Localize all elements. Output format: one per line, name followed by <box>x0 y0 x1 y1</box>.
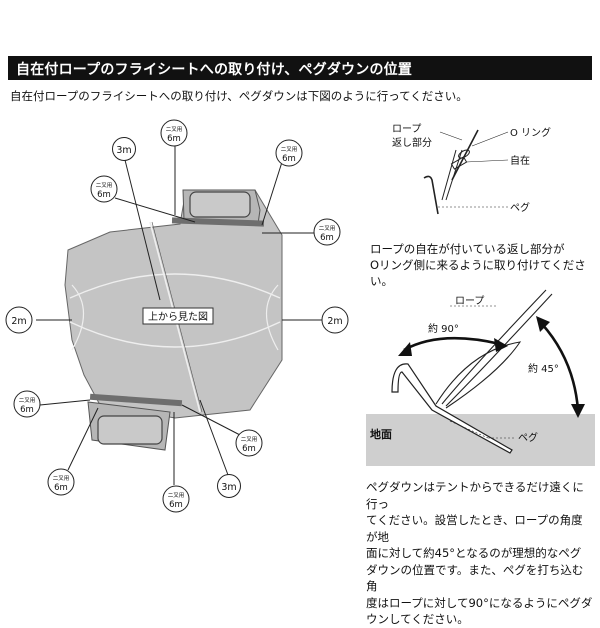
svg-text:二叉用: 二叉用 <box>281 146 298 153</box>
svg-text:二叉用: 二叉用 <box>53 475 70 482</box>
badge-6m-left: 二叉用 6m <box>90 175 118 203</box>
tent-seam-right <box>266 284 279 351</box>
rope-line-1 <box>441 289 547 405</box>
o-ring-label: O リング <box>510 126 551 139</box>
ground-label: 地面 <box>370 427 392 441</box>
rope-rod <box>451 129 479 181</box>
svg-text:6m: 6m <box>320 233 334 243</box>
angle-45-arrow-bottom <box>571 404 585 418</box>
tent-seam-bottom <box>69 321 281 348</box>
svg-text:6m: 6m <box>54 483 68 493</box>
tent-top-view: 上から見た図 <box>64 189 283 451</box>
rope-attach-note: ロープの自在が付いている返し部分が Oリング側に来るように取り付けてください。 <box>370 242 586 288</box>
rope-strand-a <box>441 149 457 201</box>
badge-6m-bottom-left2: 二叉用 6m <box>47 468 75 496</box>
rope-loop <box>435 341 522 409</box>
svg-text:二叉用: 二叉用 <box>19 397 36 404</box>
svg-text:6m: 6m <box>20 405 34 415</box>
svg-text:3m: 3m <box>116 145 131 156</box>
detail-peg-label: ペグ <box>510 201 530 214</box>
svg-text:3m: 3m <box>221 482 236 493</box>
rope-strand-b <box>445 149 463 201</box>
guy-line-6m-left <box>114 197 196 223</box>
peg-down-note: ペグダウンはテントからできるだけ遠くに行っ てください。設営したとき、ロープの角… <box>366 480 593 626</box>
guy-line-6m-bottom-left2 <box>67 407 99 471</box>
tent-seam-top <box>69 273 281 299</box>
angle-diagram <box>366 289 595 466</box>
badge-3m-bottom: 3m <box>217 474 241 498</box>
ground-block <box>366 414 595 466</box>
svg-text:二叉用: 二叉用 <box>96 182 113 189</box>
badge-6m-top-right: 二叉用 6m <box>275 139 303 167</box>
badge-6m-bottom-left: 二叉用 6m <box>13 390 41 418</box>
bottom-eave-strip <box>89 393 183 407</box>
section-title: 自在付ロープのフライシートへの取り付け、ペグダウンの位置 <box>16 62 413 78</box>
badge-6m-right: 二叉用 6m <box>313 218 341 246</box>
badge-3m-top: 3m <box>112 137 136 161</box>
bottom-vestibule-window <box>97 415 163 445</box>
guy-line-3m-bottom <box>199 399 229 476</box>
top-eave-strip <box>171 217 265 227</box>
svg-text:6m: 6m <box>169 500 183 510</box>
svg-text:2m: 2m <box>327 316 342 327</box>
guy-line-6m-bottom-left <box>39 399 91 406</box>
svg-text:2m: 2m <box>11 316 26 327</box>
svg-text:二叉用: 二叉用 <box>166 126 183 133</box>
top-view-label: 上から見た図 <box>148 311 208 323</box>
angle-90-arrow-left <box>398 342 412 356</box>
badge-6m-top: 二叉用 6m <box>160 119 188 147</box>
section-header-bar: 自在付ロープのフライシートへの取り付け、ペグダウンの位置 <box>8 56 592 80</box>
jizai-label: 自在 <box>510 154 530 167</box>
rope-return-label-1: ロープ <box>392 123 421 135</box>
angle-90-arrow-right <box>494 338 508 352</box>
svg-text:6m: 6m <box>97 190 111 200</box>
peg-hook <box>423 175 439 215</box>
angle-peg-label: ペグ <box>518 431 538 444</box>
guy-lines <box>36 142 322 485</box>
tent-seam-left <box>71 284 84 351</box>
rope-detail-figure <box>423 129 509 215</box>
tensioner-shape <box>450 156 468 170</box>
angle-45-arrow-top <box>536 316 550 332</box>
top-view-label-box <box>142 307 214 325</box>
angle-90-arc <box>403 336 501 352</box>
badge-2m-left: 2m <box>5 306 33 334</box>
svg-text:二叉用: 二叉用 <box>168 492 185 499</box>
top-vestibule-window <box>189 191 251 218</box>
rope-return-label-2: 返し部分 <box>392 136 432 149</box>
angle-rope-label: ロープ <box>455 295 484 307</box>
angle-90-label: 約 90° <box>428 322 459 335</box>
o-ring-shape <box>458 149 470 159</box>
badge-6m-bottom: 二叉用 6m <box>162 485 190 513</box>
angle-45-label: 約 45° <box>528 362 559 375</box>
svg-text:二叉用: 二叉用 <box>241 436 258 443</box>
rope-line-2 <box>445 293 553 407</box>
angle-45-arc <box>541 323 580 411</box>
svg-text:6m: 6m <box>282 154 296 164</box>
guy-line-6m-bottom-right <box>181 404 241 436</box>
svg-text:6m: 6m <box>167 134 181 144</box>
badge-2m-right: 2m <box>321 306 349 334</box>
svg-text:6m: 6m <box>242 444 256 454</box>
guy-line-3m-top <box>124 159 161 301</box>
badge-6m-bottom-right: 二叉用 6m <box>235 429 263 457</box>
intro-text: 自在付ロープのフライシートへの取り付け、ペグダウンは下図のように行ってください。 <box>10 89 468 103</box>
svg-text:二叉用: 二叉用 <box>319 225 336 232</box>
diagram-canvas: 上から見た図 3m 3m 2m 2m 二叉用 6m <box>5 119 595 513</box>
angle-peg <box>391 363 513 454</box>
guy-line-6m-top-right <box>261 161 283 226</box>
